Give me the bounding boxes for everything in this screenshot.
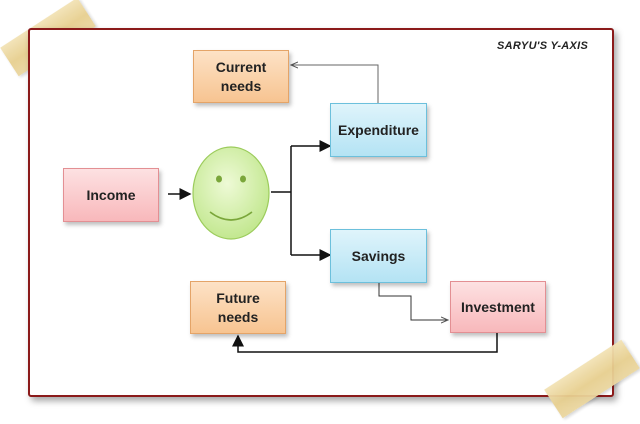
investment-box: Investment [450, 281, 546, 333]
arrow-savings-to-investment [378, 283, 448, 320]
brand-label: SARYU'S Y-AXIS [497, 40, 589, 52]
expenditure-box: Expenditure [330, 103, 427, 157]
income-box: Income [63, 168, 159, 222]
savings-box: Savings [330, 229, 427, 283]
arrow-investment-to-future-needs [232, 333, 498, 353]
arrow-expenditure-to-current-needs [291, 65, 379, 103]
current-needs-box: Current needs [193, 50, 289, 103]
smiley-face-icon [192, 146, 270, 240]
future-needs-box: Future needs [190, 281, 286, 334]
